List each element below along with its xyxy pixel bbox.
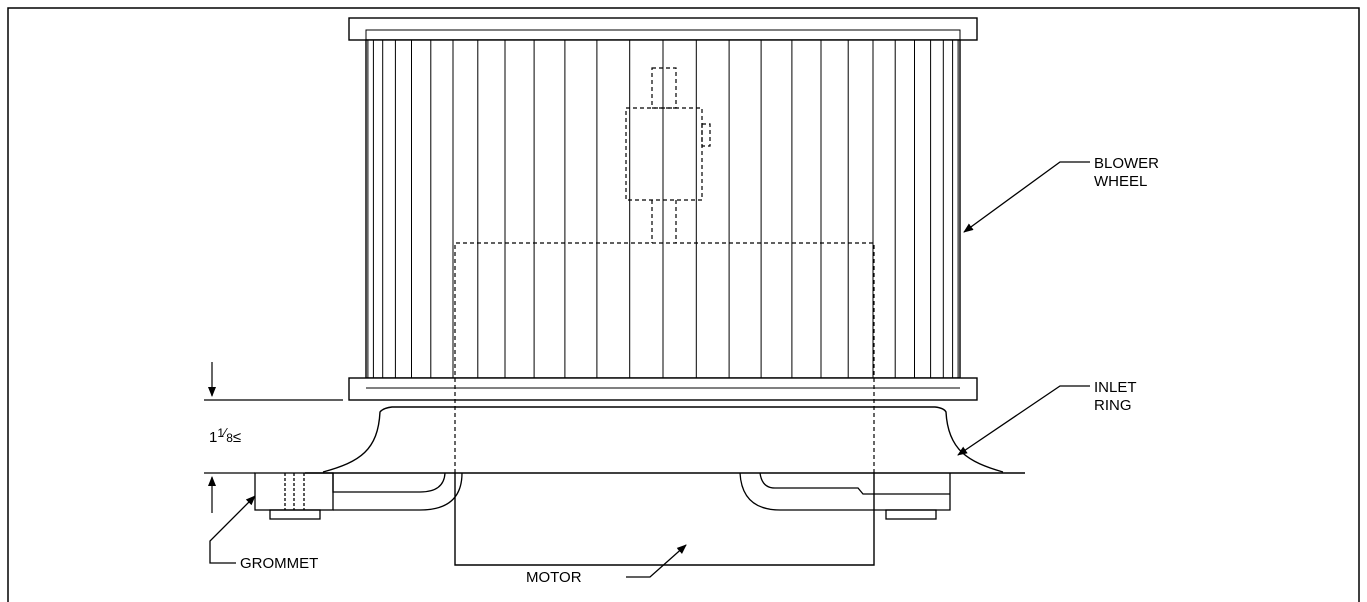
blower-wheel-top-flange xyxy=(348,17,978,41)
blower-wheel-label-line2: WHEEL xyxy=(1094,173,1147,190)
dimension-marks xyxy=(204,362,343,513)
frame-border xyxy=(7,7,1360,602)
motor-hidden-outline xyxy=(454,242,875,473)
blower-wheel-label-line1: BLOWER xyxy=(1094,155,1159,172)
blower-wheel xyxy=(348,17,978,401)
right-mounting-bracket xyxy=(739,472,951,520)
leader-lines xyxy=(209,161,1090,578)
inlet-ring-label-line2: RING xyxy=(1094,397,1132,414)
inlet-ring-label-line1: INLET xyxy=(1094,379,1137,396)
left-mounting-bracket xyxy=(254,472,463,520)
blower-wheel-blades xyxy=(367,40,959,378)
inlet-ring xyxy=(322,406,1004,473)
dimension-label: 11⁄8≤ xyxy=(209,425,241,446)
hidden-hub xyxy=(625,67,711,243)
blower-wheel-bottom-flange xyxy=(348,377,978,401)
grommet-label: GROMMET xyxy=(240,555,318,572)
motor-label: MOTOR xyxy=(526,569,582,586)
motor-housing xyxy=(454,473,875,566)
